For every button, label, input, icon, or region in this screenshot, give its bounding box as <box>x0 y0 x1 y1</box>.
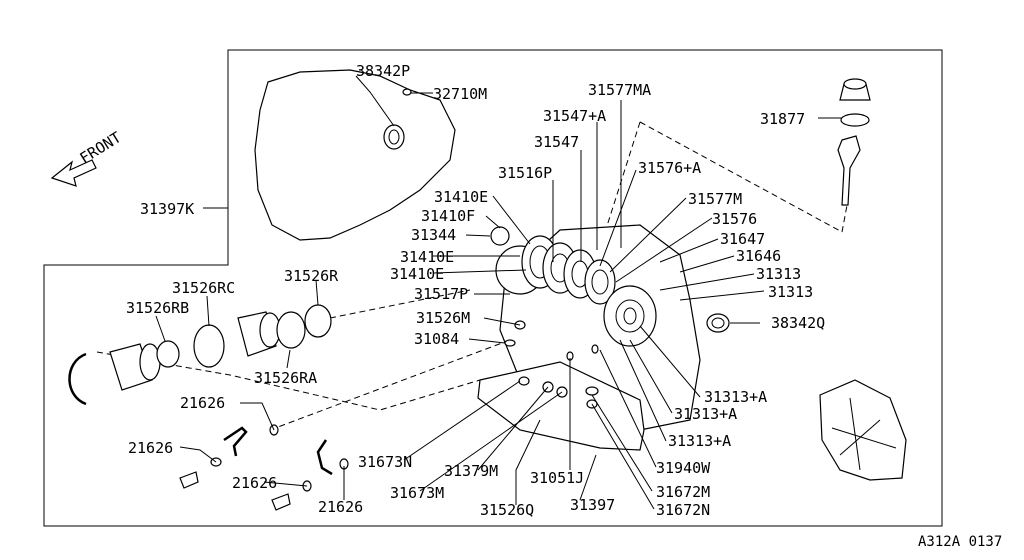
label-31517P: 31517P <box>414 285 468 303</box>
label-31940W: 31940W <box>656 459 711 477</box>
label-31547: 31547 <box>534 133 579 151</box>
seal-38342P <box>383 124 405 150</box>
seal-38342Q <box>706 313 730 333</box>
label-31410E-3: 31410E <box>390 265 444 283</box>
catalog-code: A312A 0137 <box>918 534 1002 550</box>
label-31410F: 31410F <box>421 207 475 225</box>
label-31647: 31647 <box>720 230 765 248</box>
label-31313A-2: 31313+A <box>674 405 737 423</box>
leader-lines <box>155 75 842 510</box>
seal-38342P-inner <box>388 129 400 145</box>
label-31344: 31344 <box>411 226 456 244</box>
label-31672M: 31672M <box>656 483 710 501</box>
label-31576A: 31576+A <box>638 159 701 177</box>
label-21626-4: 21626 <box>318 498 363 516</box>
label-38342Q: 38342Q <box>771 314 825 332</box>
label-31526M: 31526M <box>416 309 470 327</box>
side-cover <box>819 379 907 481</box>
label-31516P: 31516P <box>498 164 552 182</box>
dashed-guide-2 <box>329 289 471 319</box>
label-31577MA: 31577MA <box>588 81 651 99</box>
dashed-guide-3 <box>96 351 481 411</box>
front-label: FRONT <box>77 128 125 167</box>
label-31379M: 31379M <box>444 462 498 480</box>
label-31576: 31576 <box>712 210 757 228</box>
label-31547A: 31547+A <box>543 107 606 125</box>
label-31397: 31397 <box>570 496 615 514</box>
oil-pan-gasket <box>254 69 456 241</box>
label-31577M: 31577M <box>688 190 742 208</box>
side-cover-ribs <box>831 397 897 471</box>
accumulator-parts <box>68 304 332 406</box>
bolts <box>179 471 291 511</box>
label-31526Q: 31526Q <box>480 501 534 519</box>
label-31673N: 31673N <box>358 453 412 471</box>
label-32710M: 32710M <box>433 85 487 103</box>
oil-pipes <box>223 426 333 476</box>
label-31672N: 31672N <box>656 501 710 519</box>
o-ring-32710M <box>402 88 412 96</box>
label-31313A-3: 31313+A <box>668 432 731 450</box>
label-21626-1: 21626 <box>180 394 225 412</box>
label-38342P: 38342P <box>356 62 410 80</box>
label-31526R: 31526R <box>284 267 339 285</box>
label-31526RB: 31526RB <box>126 299 189 317</box>
label-31410E-2: 31410E <box>400 248 454 266</box>
dipstick-assembly <box>837 78 871 206</box>
label-31526RA: 31526RA <box>254 369 317 387</box>
label-31877: 31877 <box>760 110 805 128</box>
seal-38342Q-inner <box>711 317 725 329</box>
label-31410E-1: 31410E <box>434 188 488 206</box>
label-31313-2: 31313 <box>768 283 813 301</box>
label-31673M: 31673M <box>390 484 444 502</box>
label-31051J: 31051J <box>530 469 584 487</box>
snap-ring-31344 <box>490 226 510 246</box>
label-31313-1: 31313 <box>756 265 801 283</box>
valve-body-plate <box>477 361 645 451</box>
label-31526RC: 31526RC <box>172 279 235 297</box>
label-31646: 31646 <box>736 247 781 265</box>
label-31397K: 31397K <box>140 200 194 218</box>
label-31084: 31084 <box>414 330 459 348</box>
diagram-frame <box>43 49 943 527</box>
label-21626-2: 21626 <box>128 439 173 457</box>
label-31313A-1: 31313+A <box>704 388 767 406</box>
label-21626-3: 21626 <box>232 474 277 492</box>
front-arrow-icon <box>50 159 97 187</box>
